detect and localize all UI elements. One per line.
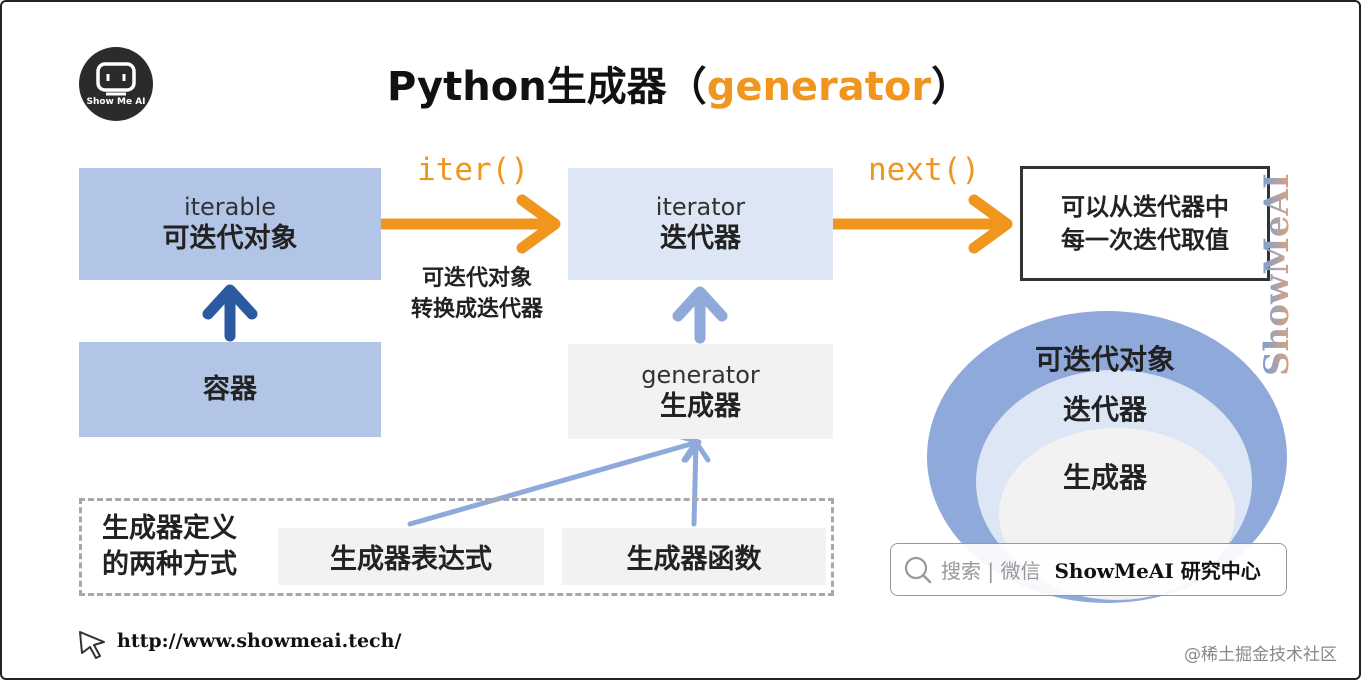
search-brand: ShowMeAI 研究中心	[1054, 559, 1261, 583]
iter-arrow-head	[516, 194, 561, 254]
container-zh-label: 容器	[203, 373, 257, 405]
conversion-line-1: 可迭代对象	[421, 266, 532, 291]
generator-function-box: 生成器函数	[562, 528, 826, 585]
title-prefix: Python生成器（	[387, 64, 707, 110]
wechat-search-badge: 搜索 | 微信 ShowMeAI 研究中心	[890, 543, 1287, 596]
iterable-en-label: iterable	[183, 193, 277, 222]
ways-label-line-1: 生成器定义	[102, 513, 237, 544]
result-line-1: 可以从迭代器中	[1061, 193, 1229, 222]
generator-zh-label: 生成器	[660, 390, 741, 422]
ways-label-line-2: 的两种方式	[102, 549, 237, 581]
website-link[interactable]: http://www.showmeai.tech/	[117, 630, 402, 652]
title-suffix: ）	[931, 64, 972, 110]
function-arrow-head	[681, 439, 711, 463]
result-line-2: 每一次迭代取值	[1061, 225, 1229, 254]
outer-ring-label: 可迭代对象	[1034, 343, 1175, 376]
conversion-line-2: 转换成迭代器	[410, 296, 543, 322]
definition-ways-box: 生成器定义 的两种方式 生成器表达式 生成器函数	[79, 498, 834, 596]
inner-ring-label: 生成器	[1062, 461, 1147, 494]
search-text: 搜索 | 微信	[941, 559, 1041, 583]
iterator-zh-label: 迭代器	[660, 223, 741, 255]
middle-ring-label: 迭代器	[1062, 393, 1147, 426]
title-accent: generator	[706, 64, 932, 110]
showmeai-logo: Show Me AI	[79, 47, 153, 121]
next-arrow-head	[968, 194, 1013, 254]
logo-text: Show Me AI	[86, 97, 146, 107]
generator-expression-box: 生成器表达式	[278, 528, 544, 585]
search-icon	[904, 556, 932, 583]
credit-text: @稀土掘金技术社区	[1184, 645, 1337, 665]
iterable-zh-label: 可迭代对象	[162, 223, 298, 255]
function-arrow	[691, 439, 699, 527]
iterable-box: iterable 可迭代对象	[79, 168, 381, 280]
generator-en-label: generator	[641, 360, 760, 389]
expression-arrow	[407, 439, 701, 527]
iterator-en-label: iterator	[655, 193, 746, 222]
iterator-box: iterator 迭代器	[568, 168, 833, 280]
generator-box: generator 生成器	[568, 344, 833, 439]
generator-up-arrow-head	[672, 286, 728, 322]
cursor-icon	[79, 631, 105, 659]
robot-icon	[96, 62, 136, 96]
watermark-text: ShowMeAI	[1257, 173, 1296, 376]
conversion-label: 可迭代对象 转换成迭代器	[392, 264, 562, 326]
next-function-label: next()	[868, 152, 980, 188]
ways-label: 生成器定义 的两种方式	[102, 511, 237, 584]
result-box: 可以从迭代器中 每一次迭代取值	[1020, 166, 1270, 281]
container-up-arrow-head	[202, 284, 258, 320]
page-title: Python生成器（generator）	[387, 54, 971, 112]
container-box: 容器	[79, 342, 381, 437]
showmeai-watermark: ShowMeAI	[1257, 173, 1296, 376]
iter-function-label: iter()	[417, 152, 529, 188]
